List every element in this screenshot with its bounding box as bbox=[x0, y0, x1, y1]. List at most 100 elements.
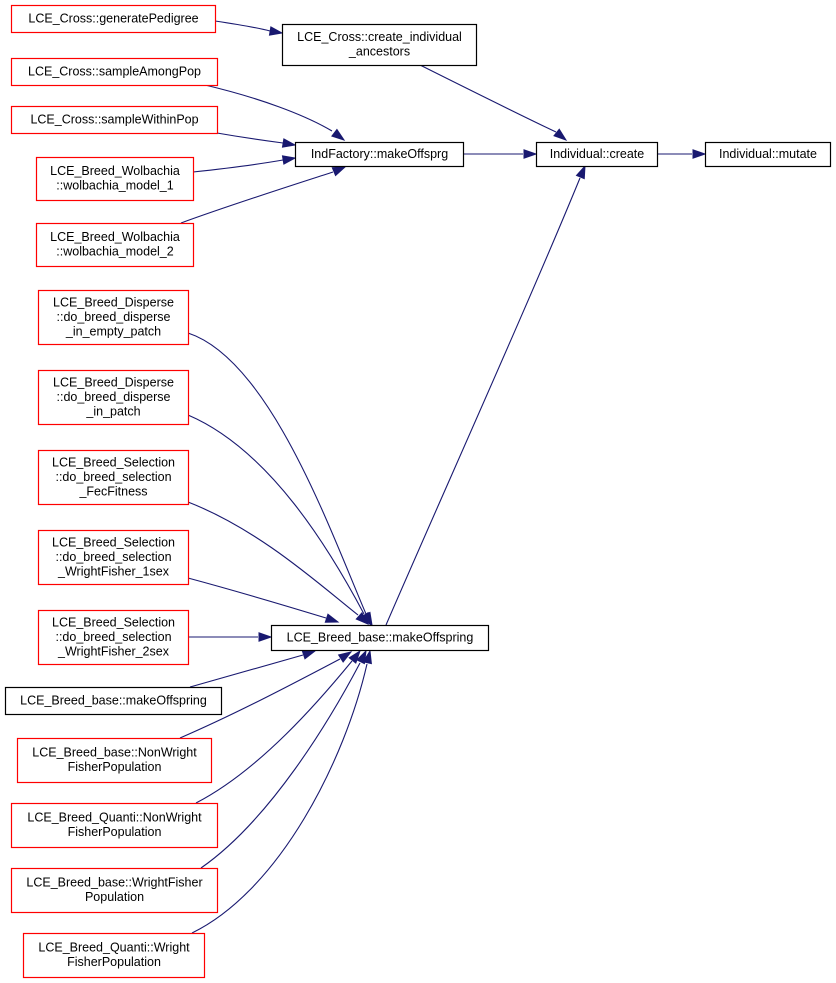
node-label-line: FisherPopulation bbox=[67, 955, 161, 969]
edge-disp_patch-to-base_make bbox=[187, 414, 372, 627]
edge-line bbox=[419, 64, 557, 133]
edge-base_nonwf-to-base_make bbox=[179, 651, 353, 739]
node-label-line: ::do_breed_selection bbox=[55, 470, 171, 484]
edge-arrowhead bbox=[553, 128, 568, 141]
edge-arrowhead bbox=[281, 138, 297, 148]
node-label-line: _in_patch bbox=[85, 404, 140, 418]
node-label-line: LCE_Breed_Disperse bbox=[53, 295, 174, 309]
node-label-line: LCE_Breed_Selection bbox=[52, 535, 175, 549]
node-box bbox=[294, 141, 465, 168]
node-box bbox=[535, 141, 659, 168]
node-label-line: ::wolbachia_model_1 bbox=[56, 179, 173, 193]
node-create[interactable]: Individual::create bbox=[535, 141, 659, 168]
edge-arrowhead bbox=[523, 149, 538, 159]
node-box bbox=[37, 609, 190, 666]
node-label-line: Individual::create bbox=[550, 147, 645, 161]
node-mutate[interactable]: Individual::mutate bbox=[704, 141, 832, 168]
node-disp-patch[interactable]: LCE_Breed_Disperse::do_breed_disperse_in… bbox=[37, 369, 190, 426]
node-label-line: LCE_Breed_Wolbachia bbox=[50, 230, 180, 244]
node-wol1[interactable]: LCE_Breed_Wolbachia::wolbachia_model_1 bbox=[35, 156, 195, 202]
node-disp-empty[interactable]: LCE_Breed_Disperse::do_breed_disperse_in… bbox=[37, 289, 190, 346]
node-box bbox=[10, 57, 219, 87]
node-box bbox=[35, 222, 195, 268]
edge-arrowhead bbox=[362, 649, 372, 665]
node-box bbox=[16, 737, 213, 784]
node-sel-wf1[interactable]: LCE_Breed_Selection::do_breed_selection_… bbox=[37, 529, 190, 586]
edge-arrowhead bbox=[281, 155, 297, 165]
edge-arrowhead bbox=[331, 128, 346, 141]
edge-line bbox=[385, 177, 581, 626]
node-label-line: FisherPopulation bbox=[68, 760, 162, 774]
edges-layer bbox=[179, 20, 707, 934]
node-label-line: IndFactory::makeOffsprg bbox=[311, 147, 448, 161]
node-base-make2[interactable]: LCE_Breed_base::makeOffspring bbox=[4, 686, 223, 716]
node-base-make[interactable]: LCE_Breed_base::makeOffspring bbox=[270, 624, 490, 652]
edge-arrowhead bbox=[301, 650, 317, 660]
edge-indfactory-to-create bbox=[463, 149, 538, 159]
edge-line bbox=[187, 501, 359, 616]
node-genped[interactable]: LCE_Cross::generatePedigree bbox=[10, 4, 217, 34]
node-label-line: _ancestors bbox=[348, 45, 410, 59]
node-sel-fec[interactable]: LCE_Breed_Selection::do_breed_selection_… bbox=[37, 449, 190, 506]
node-indfactory[interactable]: IndFactory::makeOffsprg bbox=[294, 141, 465, 168]
edge-base_make-to-create bbox=[385, 164, 586, 626]
node-label-line: LCE_Breed_Selection bbox=[52, 615, 175, 629]
edge-quanti_wf-to-base_make bbox=[191, 649, 372, 934]
node-label-line: _in_empty_patch bbox=[65, 324, 161, 338]
node-label-line: LCE_Breed_base::makeOffspring bbox=[287, 630, 474, 644]
edge-line bbox=[200, 662, 361, 869]
edge-line bbox=[195, 660, 353, 804]
node-label-line: LCE_Breed_Disperse bbox=[53, 375, 174, 389]
edge-sel_fec-to-base_make bbox=[187, 501, 370, 626]
nodes-layer: Individual::mutateIndividual::createLCE_… bbox=[4, 4, 832, 979]
node-label-line: LCE_Breed_base::WrightFisher bbox=[26, 876, 202, 890]
node-box bbox=[281, 23, 478, 67]
edge-line bbox=[192, 159, 284, 173]
node-label-line: LCE_Breed_base::makeOffspring bbox=[20, 693, 207, 707]
node-box bbox=[37, 369, 190, 426]
node-box bbox=[10, 105, 219, 135]
node-withinpop[interactable]: LCE_Cross::sampleWithinPop bbox=[10, 105, 219, 135]
edge-line bbox=[187, 332, 367, 615]
node-box bbox=[37, 529, 190, 586]
node-label-line: _WrightFisher_1sex bbox=[57, 564, 170, 578]
node-label-line: LCE_Cross::generatePedigree bbox=[28, 11, 198, 25]
edge-arrowhead bbox=[355, 611, 370, 626]
node-label-line: LCE_Cross::create_individual bbox=[297, 30, 462, 44]
node-label-line: Population bbox=[85, 890, 144, 904]
node-base-nonwf[interactable]: LCE_Breed_base::NonWrightFisherPopulatio… bbox=[16, 737, 213, 784]
edge-sel_wf1-to-base_make bbox=[187, 577, 340, 623]
node-wol2[interactable]: LCE_Breed_Wolbachia::wolbachia_model_2 bbox=[35, 222, 195, 268]
node-label-line: LCE_Breed_Wolbachia bbox=[50, 164, 180, 178]
edge-line bbox=[187, 577, 327, 619]
node-label-line: ::do_breed_disperse bbox=[57, 390, 171, 404]
edge-arrowhead bbox=[692, 149, 707, 159]
edge-line bbox=[180, 171, 334, 224]
edge-amongpop-to-indfactory bbox=[204, 84, 346, 141]
edge-line bbox=[216, 132, 284, 144]
edge-disp_empty-to-base_make bbox=[187, 332, 373, 627]
node-quanti-nonwf[interactable]: LCE_Breed_Quanti::NonWrightFisherPopulat… bbox=[10, 802, 219, 849]
node-label-line: LCE_Breed_Selection bbox=[52, 455, 175, 469]
node-box bbox=[4, 686, 223, 716]
edge-create-to-mutate bbox=[657, 149, 707, 159]
edge-arrowhead bbox=[348, 649, 361, 664]
node-label-line: ::do_breed_selection bbox=[55, 550, 171, 564]
edge-withinpop-to-indfactory bbox=[216, 132, 297, 148]
edge-arrowhead bbox=[331, 166, 347, 177]
node-sel-wf2[interactable]: LCE_Breed_Selection::do_breed_selection_… bbox=[37, 609, 190, 666]
node-create-anc[interactable]: LCE_Cross::create_individual_ancestors bbox=[281, 23, 478, 67]
node-box bbox=[37, 449, 190, 506]
edge-arrowhead bbox=[324, 613, 340, 623]
edge-sel_wf2-to-base_make bbox=[188, 632, 273, 642]
node-label-line: LCE_Cross::sampleAmongPop bbox=[28, 64, 201, 78]
edge-arrowhead bbox=[268, 26, 284, 36]
node-box bbox=[10, 867, 219, 914]
edge-line bbox=[191, 663, 368, 934]
node-amongpop[interactable]: LCE_Cross::sampleAmongPop bbox=[10, 57, 219, 87]
node-label-line: FisherPopulation bbox=[68, 825, 162, 839]
edge-wol2-to-indfactory bbox=[180, 166, 347, 224]
